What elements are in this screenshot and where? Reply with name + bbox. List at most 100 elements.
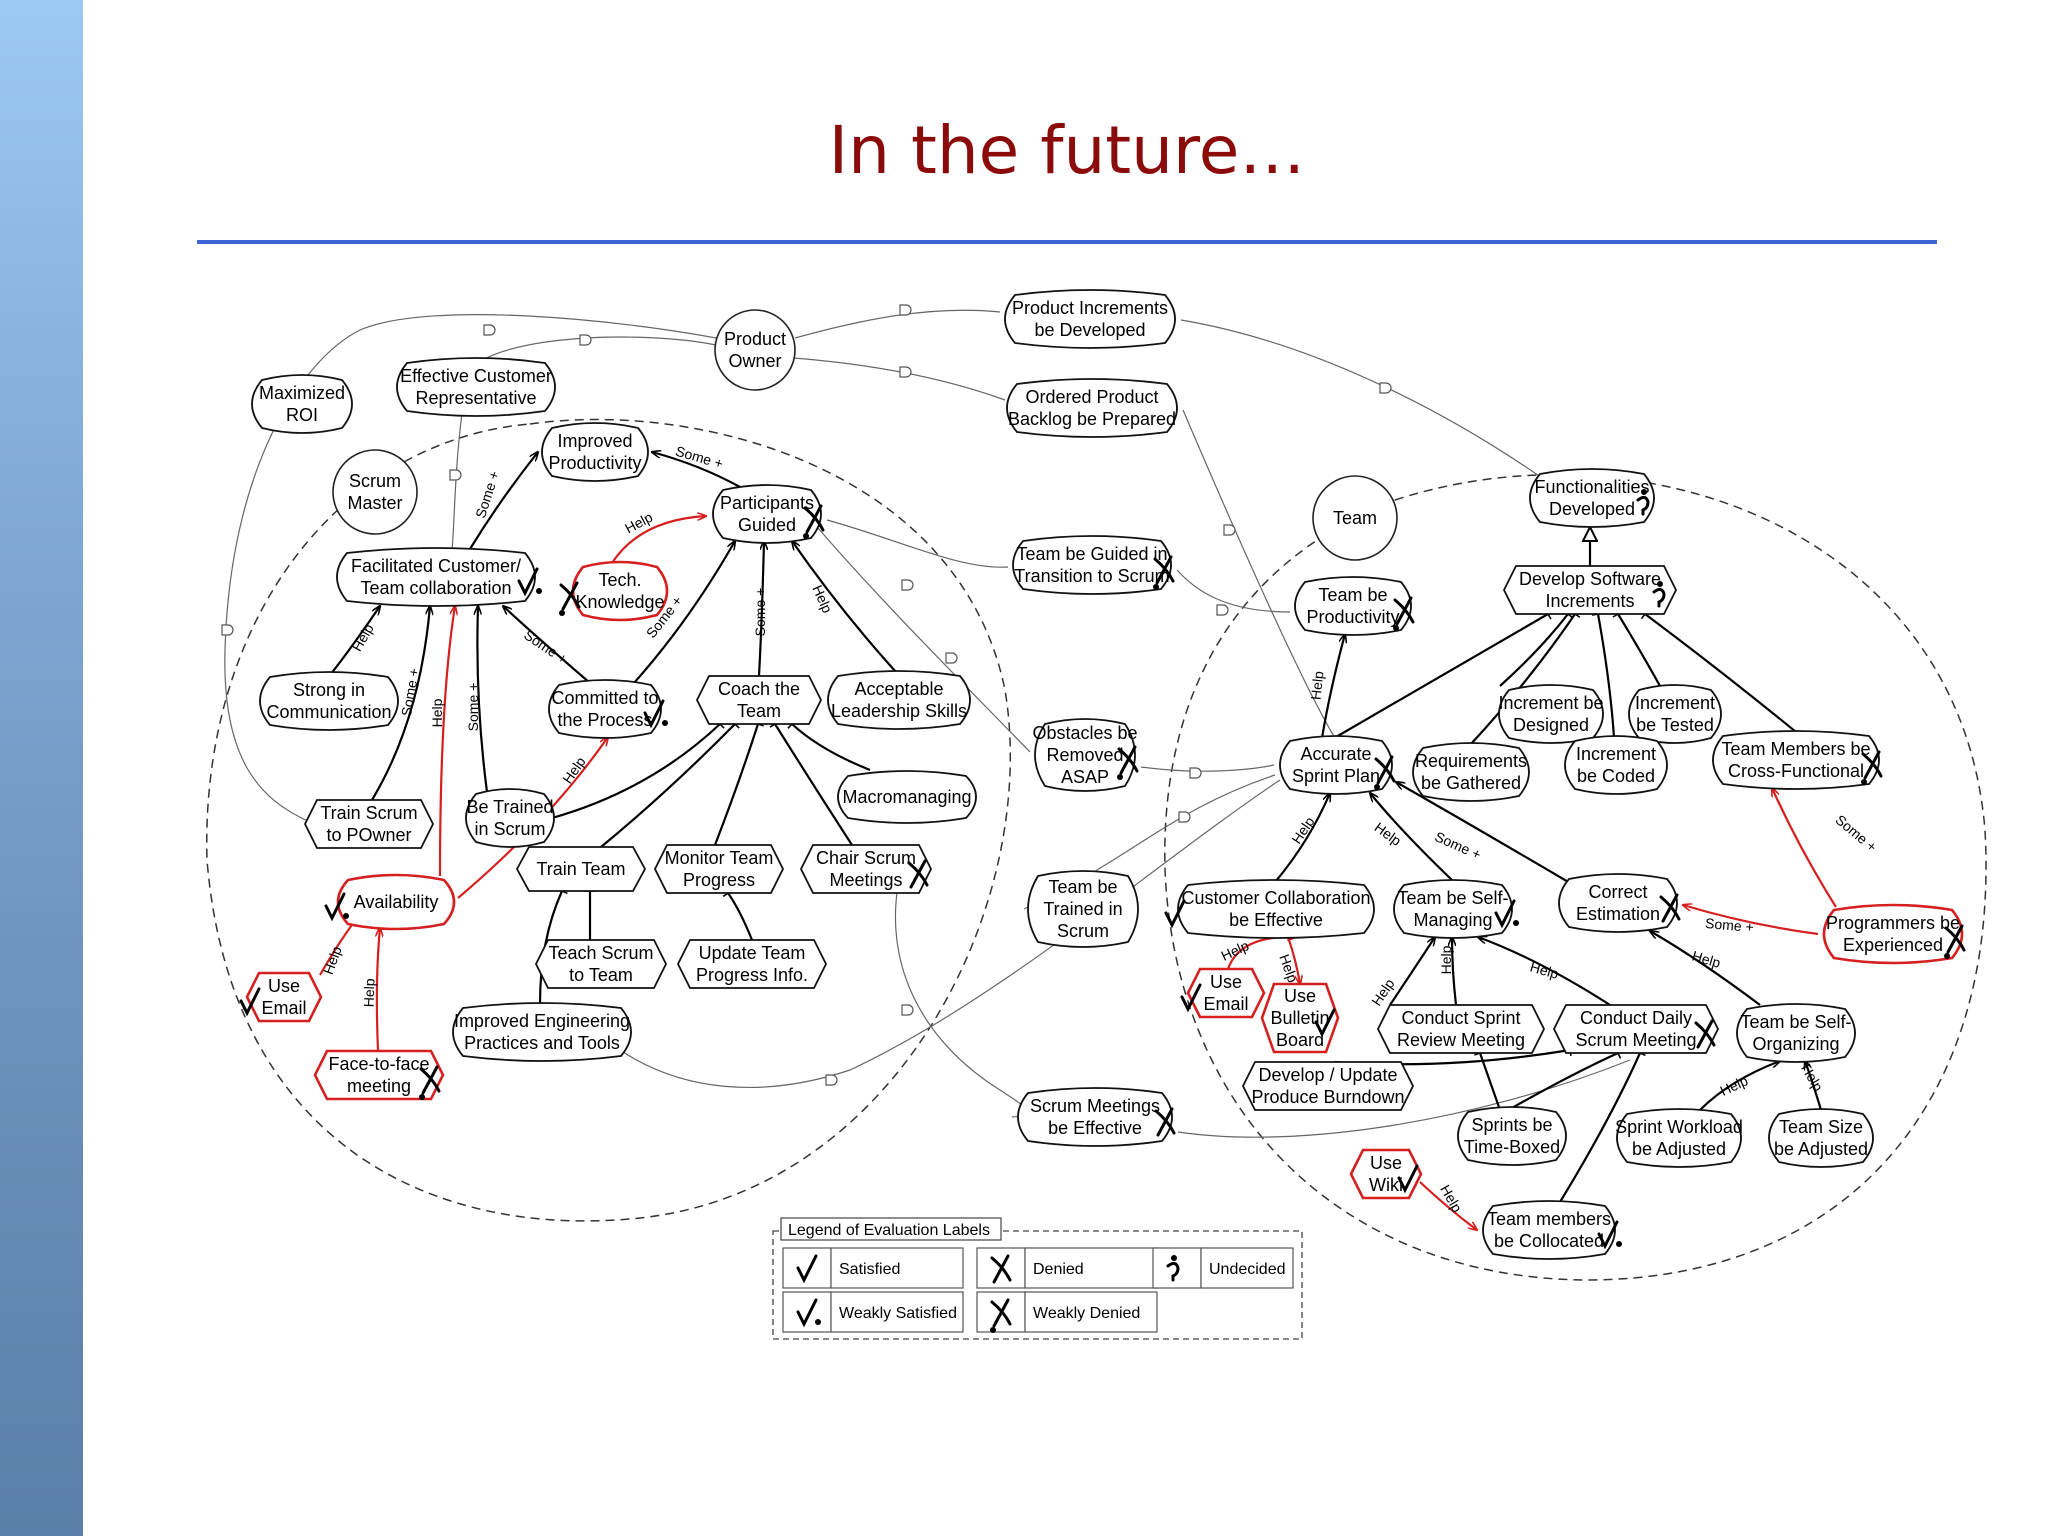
legend-label: Denied [1033, 1261, 1084, 1278]
node-label: Product Increments [1012, 298, 1168, 318]
node-label: to Team [569, 965, 633, 985]
node-label: Train Scrum [320, 803, 417, 823]
node-label: Programmers be [1826, 913, 1960, 933]
evaluation-undecided-dot [1657, 581, 1663, 587]
legend-check-mark [796, 1254, 818, 1284]
decomposition-link [1511, 1047, 1622, 1109]
node-label: Conduct Daily [1580, 1008, 1692, 1028]
softgoal-cloud [1558, 873, 1678, 933]
evaluation-cross-mark [1374, 755, 1396, 785]
task-train-team[interactable]: Train Team [515, 846, 647, 892]
node-label: Estimation [1576, 904, 1660, 924]
intentional-links [329, 452, 1823, 1203]
softgoal-availability[interactable]: Availability [324, 873, 456, 931]
node-label: Team Members be [1721, 739, 1870, 759]
task-hexagon [653, 844, 785, 894]
node-label: be Effective [1229, 910, 1323, 930]
softgoal-team-self-managing[interactable]: Team be Self-Managing [1393, 879, 1519, 939]
softgoal-team-self-organizing[interactable]: Team be Self-Organizing [1736, 1003, 1856, 1063]
node-label: Removed [1046, 745, 1123, 765]
node-label: to POwner [326, 825, 411, 845]
evaluation-cross-mark [1393, 596, 1415, 626]
dependency-d-marker [901, 1004, 914, 1016]
task-hexagon [1241, 1061, 1415, 1111]
softgoal-cloud [548, 679, 662, 739]
softgoal-macromanaging[interactable]: Macromanaging [837, 770, 977, 824]
node-label: Sprints be [1471, 1115, 1552, 1135]
contribution-link [1275, 793, 1330, 882]
contribution-label: Help [1288, 814, 1317, 847]
actor-label: Product [724, 329, 786, 349]
softgoal-facilitated-collaboration[interactable]: Facilitated Customer/Team collaboration [336, 547, 542, 607]
softgoal-tech-knowledge[interactable]: Tech.Knowledge [559, 560, 669, 622]
node-label: Organizing [1752, 1034, 1839, 1054]
actor-circle [1312, 475, 1398, 561]
legend-title-bg [780, 1217, 1002, 1241]
node-label: Use [1370, 1153, 1402, 1173]
evaluation-weak-dot [559, 610, 565, 616]
node-label: Availability [354, 892, 439, 912]
new-contribution-link [438, 606, 455, 877]
contribution-link [1452, 937, 1458, 1006]
decomposition-link [1499, 609, 1574, 687]
dependency-d-marker [1178, 811, 1191, 823]
dependency-link [793, 357, 1006, 401]
node-label: Meetings [829, 870, 902, 890]
contribution-label: Help [1528, 959, 1560, 982]
legend-cross-mark [990, 1254, 1012, 1284]
task-hexagon [303, 799, 435, 849]
evaluation-cross-mark [1117, 745, 1139, 775]
legend-symbol-cell [782, 1291, 832, 1333]
evaluation-weak-dot [1616, 1241, 1622, 1247]
node-label: Progress Info. [696, 965, 808, 985]
node-label: Team be [1318, 585, 1387, 605]
